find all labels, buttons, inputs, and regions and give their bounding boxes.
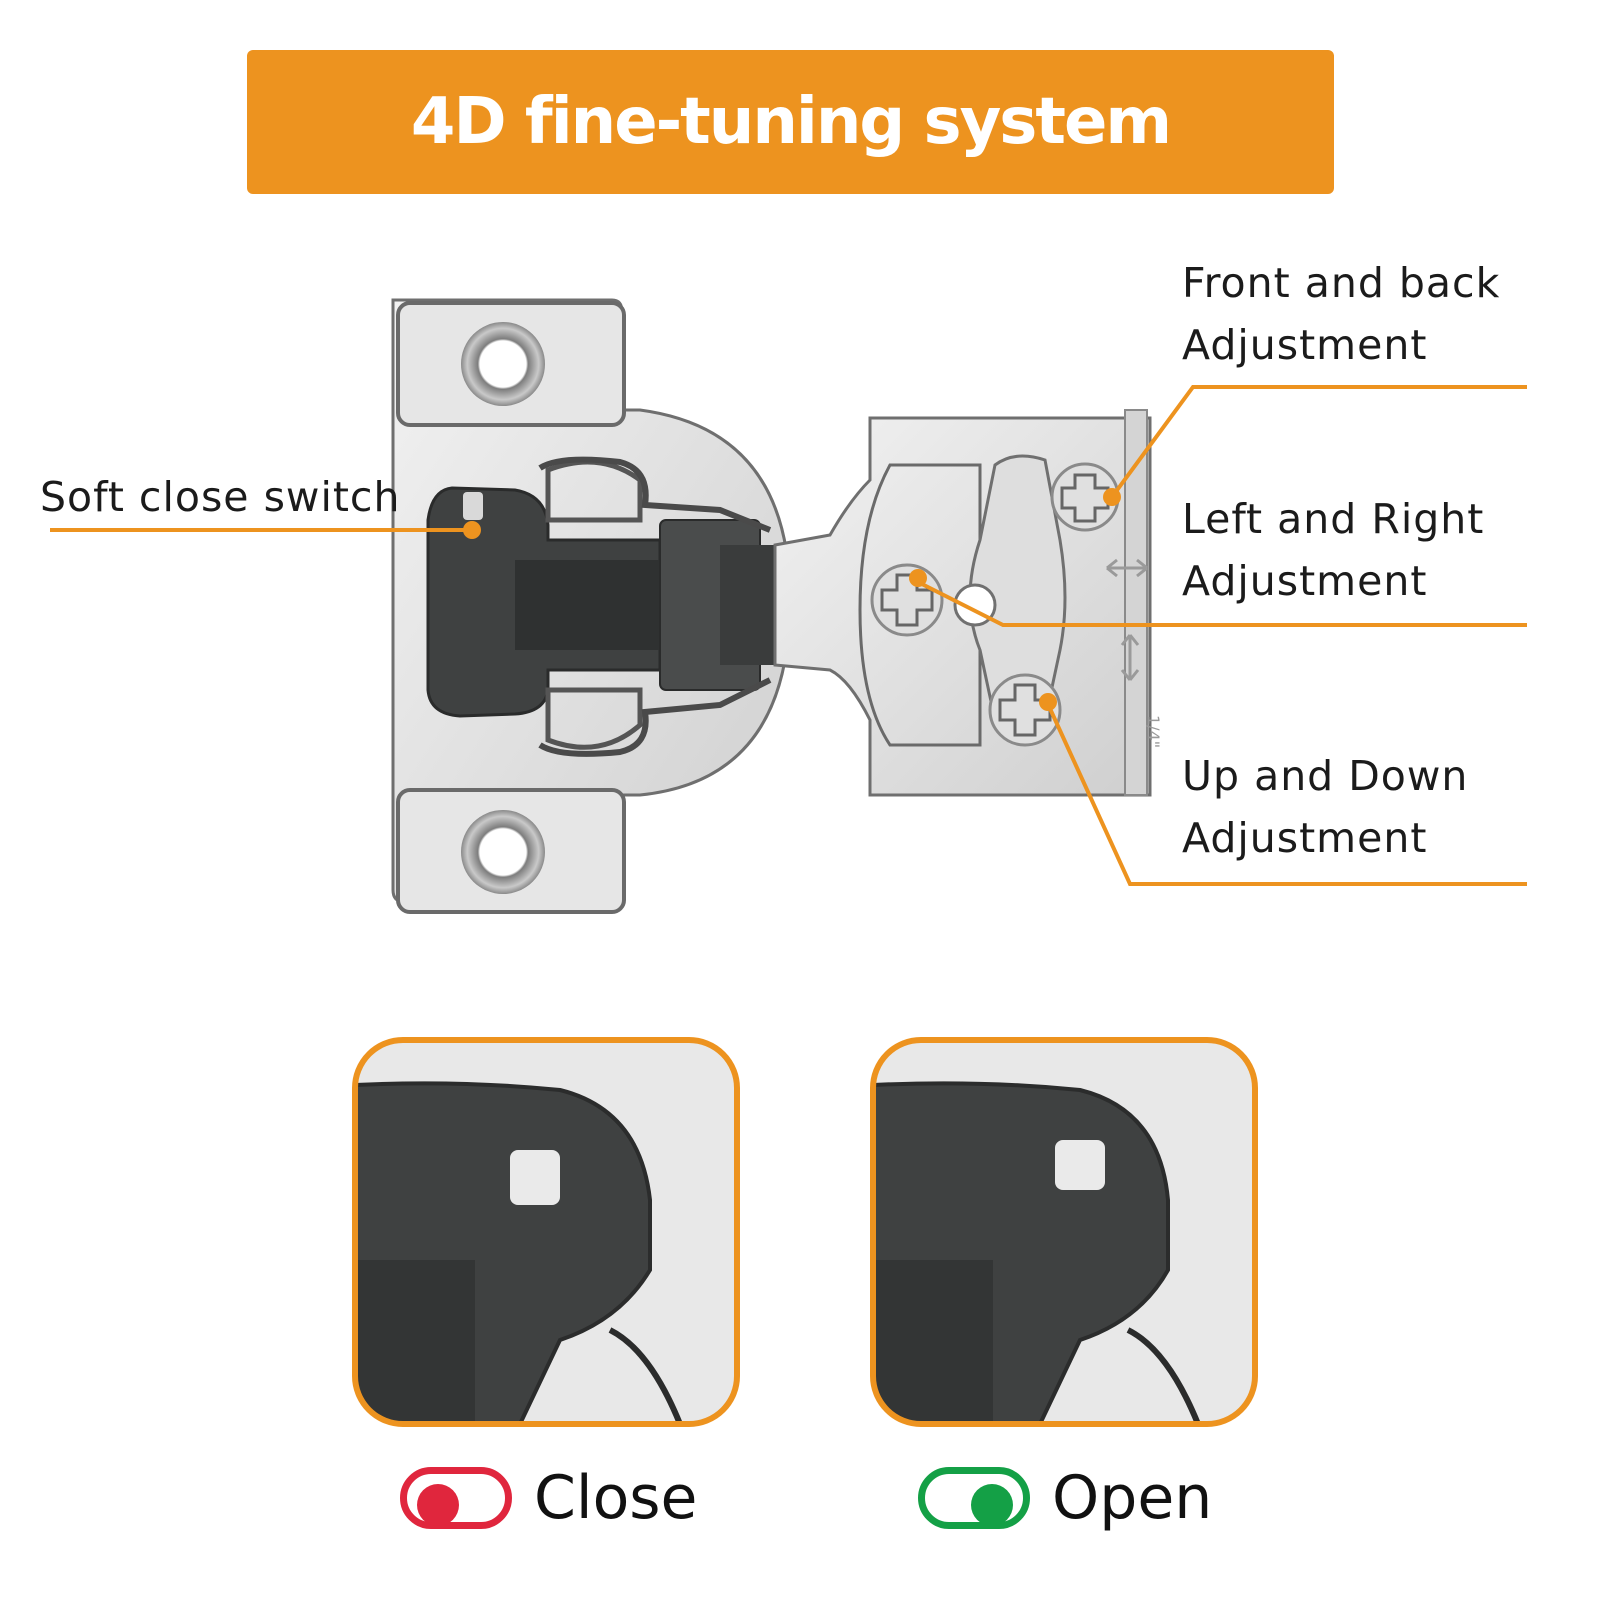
left-right-screw: [870, 563, 944, 637]
front-back-label: Front and back Adjustment: [1182, 259, 1501, 369]
top-screw-hole: [461, 322, 545, 406]
open-inset: [870, 1037, 1258, 1427]
close-inset: [352, 1037, 740, 1427]
toggle-off-icon: [400, 1467, 512, 1529]
close-state: Close: [400, 1463, 697, 1533]
open-label: Open: [1052, 1463, 1213, 1533]
soft-close-switch: [463, 492, 483, 520]
toggle-on-icon: [918, 1467, 1030, 1529]
title-banner: 4D fine-tuning system: [247, 50, 1334, 194]
front-back-leader: [1110, 385, 1527, 499]
banner-title: 4D fine-tuning system: [410, 85, 1172, 159]
up-down-screw: [988, 673, 1062, 747]
damper-housing: [426, 459, 775, 750]
bottom-screw-hole: [461, 810, 545, 894]
callout-lines: [50, 385, 1527, 886]
left-right-leader: [909, 576, 1527, 627]
up-down-arrow-icon: [1120, 634, 1140, 681]
soft-close-label: Soft close switch: [40, 473, 401, 521]
callout-dots: [463, 488, 1121, 711]
open-state: Open: [918, 1463, 1212, 1533]
left-right-arrow-icon: [1106, 558, 1148, 578]
close-switch-position: [510, 1150, 560, 1205]
close-label: Close: [534, 1463, 698, 1533]
up-down-leader: [1045, 701, 1527, 886]
open-switch-position: [1055, 1140, 1105, 1190]
left-right-label: Left and Right Adjustment: [1182, 495, 1485, 605]
up-down-label: Up and Down Adjustment: [1182, 752, 1469, 862]
hinge-marking: 1/4": [1144, 715, 1163, 748]
